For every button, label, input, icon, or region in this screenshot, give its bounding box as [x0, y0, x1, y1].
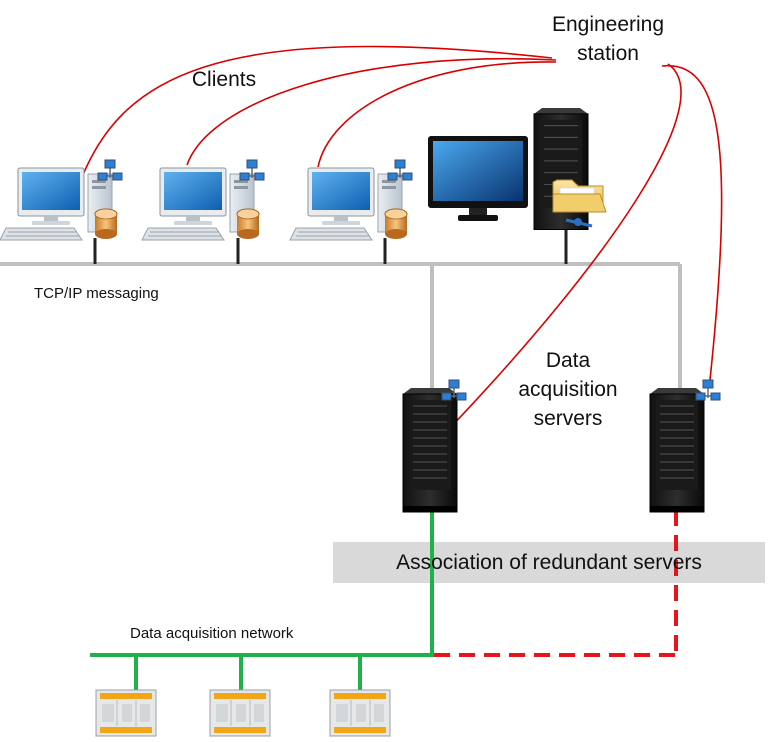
client-workstation-3	[289, 159, 413, 241]
daq-server-primary	[402, 379, 467, 513]
tcpip-label: TCP/IP messaging	[34, 285, 159, 302]
redundant-servers-box	[333, 542, 765, 583]
plc-device-2	[209, 689, 271, 737]
engineering-station-label-1: Engineering	[552, 13, 664, 36]
daq-servers-label-2: acquisition	[518, 378, 617, 401]
redundant-link	[434, 510, 678, 657]
communication-links	[79, 45, 723, 431]
engineering-station	[428, 108, 607, 231]
folder-icon	[552, 179, 607, 228]
daq-server-redundant	[649, 379, 721, 513]
daq-servers-label-3: servers	[534, 407, 603, 430]
plc-device-1	[95, 689, 157, 737]
daq-servers-label-1: Data	[546, 349, 591, 372]
daq-network	[90, 510, 434, 690]
engineering-station-label-2: station	[577, 42, 639, 65]
daq-network-label: Data acquisition network	[130, 625, 294, 642]
client-network-drops	[93, 230, 568, 264]
clients-label: Clients	[192, 68, 256, 91]
client-workstation-1	[0, 159, 123, 241]
redundant-servers-label: Association of redundant servers	[396, 551, 702, 574]
plc-device-3	[329, 689, 391, 737]
client-workstation-2	[141, 159, 265, 241]
